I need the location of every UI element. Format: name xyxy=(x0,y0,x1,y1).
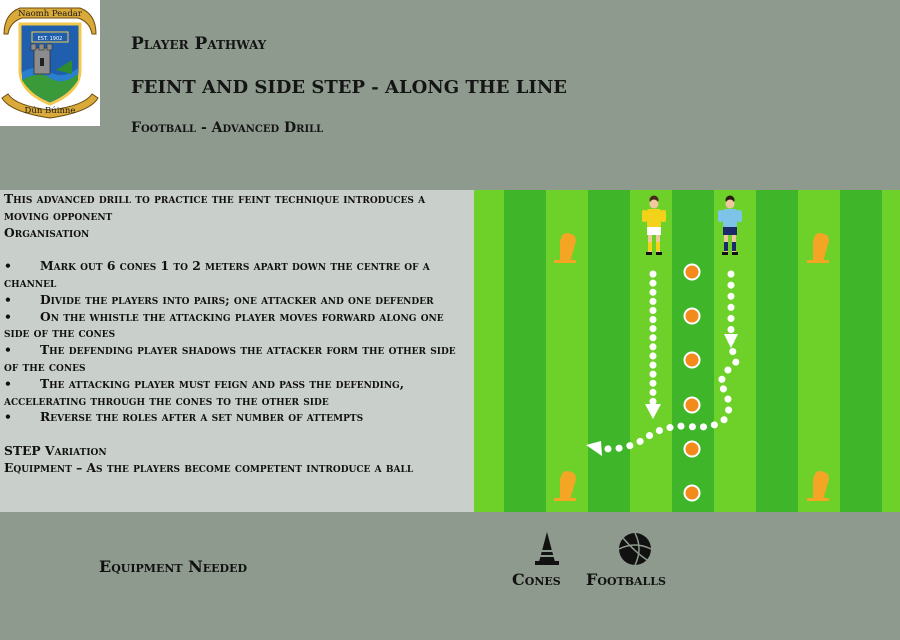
list-item: • Divide the players into pairs; one atta… xyxy=(4,292,472,309)
list-item-text: Reverse the roles after a set number of … xyxy=(40,409,364,425)
arrow-head xyxy=(645,404,661,419)
drill-description: This advanced drill to practice the fein… xyxy=(0,190,474,512)
attacker-player-icon xyxy=(642,195,666,255)
attacker-path xyxy=(645,270,661,419)
pitch-stripe xyxy=(504,190,546,512)
equipment-note: Equipment – As the players become compet… xyxy=(4,459,414,475)
movement-path xyxy=(594,270,741,453)
disc-cone xyxy=(683,484,701,502)
bullet: • xyxy=(4,342,12,358)
corner-cones xyxy=(554,233,829,501)
arrow-head xyxy=(724,334,738,348)
spacer xyxy=(4,241,472,258)
list-item: •On the whistle the attacking player mov… xyxy=(4,309,472,343)
list-item-text: The defending player shadows the attacke… xyxy=(4,342,456,374)
pitch-stripe xyxy=(672,190,714,512)
drill-pitch-diagram xyxy=(474,190,900,512)
disc-cone xyxy=(683,351,701,369)
list-item-text: On the whistle the attacking player move… xyxy=(4,308,444,341)
step-variation-heading: STEP Variation xyxy=(4,442,107,458)
list-item-text: Divide the players into pairs; one attac… xyxy=(40,291,434,307)
bullet: • xyxy=(4,375,12,391)
pitch-stripe xyxy=(840,190,882,512)
drill-subtitle: Football - Advanced Drill xyxy=(131,120,324,136)
cone-icon xyxy=(807,233,829,263)
crest-motto-top: Naomh Peadar xyxy=(18,9,83,19)
cone-icon xyxy=(554,233,576,263)
centre-disc-cones xyxy=(683,263,701,502)
cone-icon xyxy=(535,532,559,565)
arrow-head xyxy=(586,441,602,456)
disc-cone xyxy=(683,307,701,325)
pitch-stripes xyxy=(474,190,900,512)
equipment-needed-label: Equipment Needed xyxy=(99,557,248,576)
drill-intro: This advanced drill to practice the fein… xyxy=(4,191,426,223)
pitch-stripe xyxy=(756,190,798,512)
list-item: •Mark out 6 cones 1 to 2 meters apart do… xyxy=(4,258,472,292)
bullet: • xyxy=(4,409,12,425)
defender-player-icon xyxy=(718,195,742,255)
defender-path xyxy=(586,270,741,456)
spacer xyxy=(4,426,472,443)
drill-title: FEINT AND SIDE STEP - ALONG THE LINE xyxy=(131,77,568,98)
crest-est: EST. 1902 xyxy=(38,36,63,42)
bullet: • xyxy=(4,258,12,274)
pathway-heading: Player Pathway xyxy=(131,34,267,54)
organisation-list: •Mark out 6 cones 1 to 2 meters apart do… xyxy=(4,258,472,426)
football-icon xyxy=(618,532,652,566)
list-item: •The defending player shadows the attack… xyxy=(4,342,472,376)
cone-icon xyxy=(807,471,829,501)
list-item-text: Mark out 6 cones 1 to 2 meters apart dow… xyxy=(4,258,430,290)
bullet: • xyxy=(4,291,12,307)
crest-logo: Naomh Peadar EST. 1902 Dún Búinne xyxy=(1,7,99,119)
club-crest: Naomh Peadar EST. 1902 Dún Búinne xyxy=(0,0,100,126)
disc-cone xyxy=(683,263,701,281)
list-item-text: The attacking player must feign and pass… xyxy=(4,375,405,408)
crest-motto-bottom: Dún Búinne xyxy=(25,105,76,116)
organisation-heading: Organisation xyxy=(4,224,90,240)
disc-cone xyxy=(683,440,701,458)
cone-icon xyxy=(554,471,576,501)
list-item: • Reverse the roles after a set number of… xyxy=(4,409,472,426)
list-item: •The attacking player must feign and pas… xyxy=(4,376,472,410)
pitch-stripe xyxy=(588,190,630,512)
bullet: • xyxy=(4,308,12,324)
equipment-item-cones: Cones xyxy=(512,570,561,589)
equipment-item-footballs: Footballs xyxy=(586,570,666,589)
disc-cone xyxy=(683,396,701,414)
